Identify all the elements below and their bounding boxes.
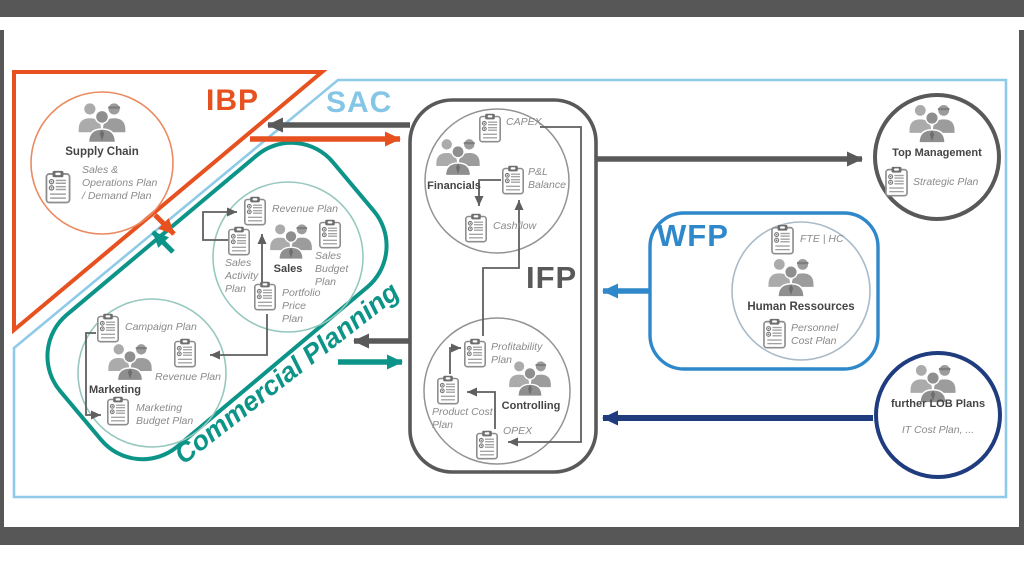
controlling-profitability-line: Profitability — [491, 341, 543, 353]
clipboard-icon — [762, 318, 787, 349]
ibp-label: IBP — [206, 84, 260, 117]
hr-name: Human Ressources — [747, 301, 855, 313]
sales-activity-plan-line: Plan — [225, 282, 247, 295]
clipboard-icon — [173, 338, 197, 368]
marketing-budget-plan-line: Marketing — [136, 402, 183, 414]
sales-name: Sales — [273, 263, 303, 275]
clipboard-icon — [243, 196, 267, 226]
top-management-plan-label: Strategic Plan — [913, 176, 979, 188]
controlling-product-cost-line: Product Cost — [432, 406, 493, 418]
connector-portfolio-to-mkt-revenue — [210, 314, 268, 360]
supply-chain-plan-line: Operations Plan — [82, 176, 158, 189]
clipboard-icon — [44, 170, 72, 204]
hr-personnel-line: Personnel — [791, 322, 839, 334]
marketing-budget-plan-line: Budget Plan — [136, 414, 194, 427]
clipboard-icon — [463, 338, 487, 368]
arrow-ibp-to-commercial — [153, 213, 176, 236]
controlling-profitability-line: Plan — [491, 353, 513, 366]
further-lob-plan-label: IT Cost Plan, ... — [901, 424, 975, 436]
people-icon — [432, 136, 484, 177]
frame-left-edge — [0, 30, 4, 545]
sales-activity-plan-line: Activity — [225, 269, 259, 282]
top-management-name: Top Management — [892, 147, 982, 159]
sales-portfolio-plan-line: Price — [282, 299, 306, 312]
human-resources-circle — [731, 221, 871, 361]
connector-campaign-to-budget — [85, 332, 101, 420]
sales-portfolio-plan-line: Portfolio — [282, 287, 321, 299]
ifp-region — [408, 98, 598, 474]
connector-profitability-to-pl — [482, 200, 524, 336]
marketing-campaign-plan-label: Campaign Plan — [125, 321, 197, 333]
supply-chain-plan-line: / Demand Plan — [82, 189, 152, 202]
marketing-revenue-plan-label: Revenue Plan — [155, 371, 221, 383]
connector-pl-to-cashflow — [474, 179, 501, 206]
wfp-label: WFP — [657, 218, 729, 253]
ifp-label: IFP — [526, 260, 578, 295]
clipboard-icon — [318, 219, 342, 249]
sales-portfolio-plan-line: Plan — [282, 312, 304, 325]
top-management-circle — [873, 93, 1001, 221]
clipboard-icon — [501, 165, 525, 195]
supply-chain-name: Supply Chain — [65, 146, 139, 158]
controlling-product-cost-line: Plan — [432, 418, 454, 431]
frame-right-edge — [1019, 30, 1024, 545]
connector-capex-to-opex — [508, 126, 582, 447]
people-icon — [505, 358, 555, 398]
sales-budget-plan-line: Plan — [315, 275, 337, 288]
people-icon — [266, 221, 316, 261]
sales-activity-plan-line: Sales — [225, 257, 252, 269]
clipboard-icon — [96, 313, 120, 343]
marketing-circle — [77, 298, 227, 448]
controlling-opex-label: OPEX — [503, 425, 533, 437]
further-lob-circle — [874, 351, 1002, 479]
sac-label: SAC — [326, 86, 393, 119]
financials-name: Financials — [427, 180, 481, 192]
connector-opex-to-product-cost — [467, 387, 496, 429]
people-icon — [104, 341, 156, 382]
connector-product-cost-to-profitability — [449, 343, 461, 374]
further-lob-name: further LOB Plans — [890, 398, 986, 410]
frame-top-bar — [0, 0, 1024, 17]
marketing-name: Marketing — [89, 384, 141, 396]
sales-budget-plan-line: Budget — [315, 262, 349, 275]
clipboard-icon — [464, 213, 488, 243]
financials-cashflow-label: Cashflow — [493, 220, 537, 232]
supply-chain-circle — [30, 91, 174, 235]
sales-budget-plan-line: Sales — [315, 250, 342, 262]
arrow-commercial-to-ibp — [151, 230, 175, 254]
people-icon — [74, 100, 130, 144]
controlling-circle — [423, 317, 571, 465]
financials-pl-balance-line: P&L — [528, 166, 548, 178]
clipboard-icon — [253, 281, 277, 311]
controlling-name: Controlling — [501, 400, 561, 412]
ibp-region — [12, 70, 328, 335]
financials-circle — [424, 108, 570, 254]
clipboard-icon — [436, 375, 460, 405]
clipboard-icon — [770, 224, 795, 255]
sales-revenue-plan-label: Revenue Plan — [272, 203, 338, 215]
supply-chain-plan-line: Sales & — [82, 164, 119, 176]
sales-circle — [212, 181, 364, 333]
hr-personnel-line: Cost Plan — [791, 334, 837, 347]
connector-activity-to-revenue — [202, 207, 237, 241]
hr-fte-label: FTE | HC — [800, 233, 844, 245]
people-icon — [764, 256, 818, 298]
clipboard-icon — [475, 430, 499, 460]
people-icon — [905, 102, 959, 144]
frame-bottom-bar — [0, 527, 1024, 545]
clipboard-icon — [106, 396, 130, 426]
financials-capex-label: CAPEX — [506, 116, 542, 128]
clipboard-icon — [884, 166, 909, 197]
sac-region — [12, 78, 1008, 499]
financials-pl-balance-line: Balance — [528, 178, 566, 191]
clipboard-icon — [227, 226, 251, 256]
